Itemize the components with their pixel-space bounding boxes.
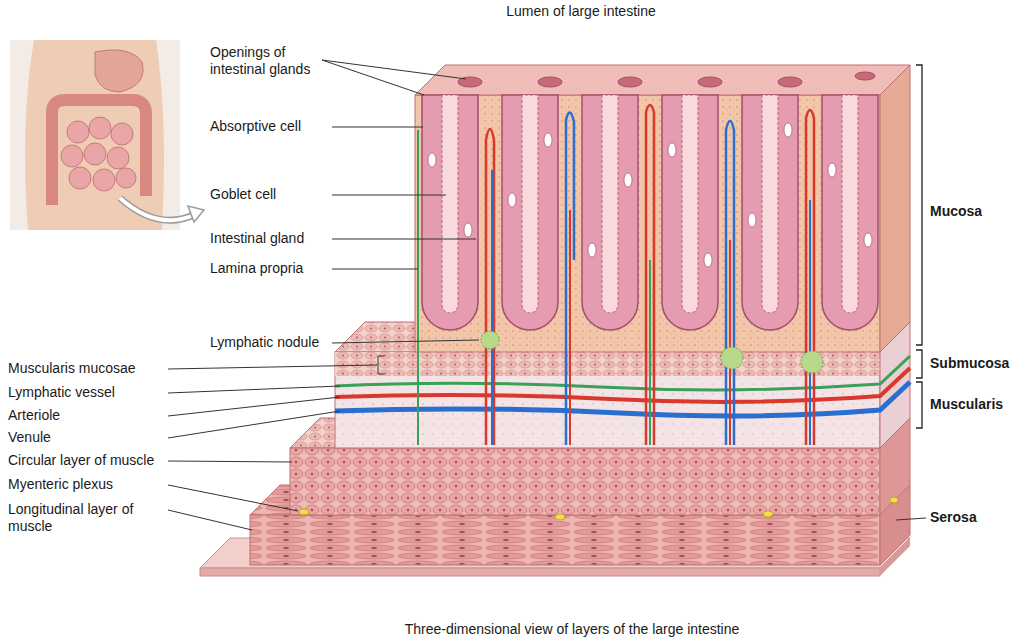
part-label: Circular layer of muscle xyxy=(8,452,166,469)
layer-label: Submucosa xyxy=(930,355,1009,372)
part-label: Lumen of large intestine xyxy=(431,3,731,20)
layer-label: Serosa xyxy=(930,509,977,526)
part-label: Longitudinal layer of muscle xyxy=(8,501,166,535)
part-label: Muscularis mucosae xyxy=(8,360,166,377)
part-label: Lymphatic nodule xyxy=(210,334,330,351)
myenteric-plexus xyxy=(299,497,898,520)
layer-label: Muscularis xyxy=(930,396,1003,413)
part-label: Venule xyxy=(8,429,166,446)
part-label: Arteriole xyxy=(8,407,166,424)
part-label: Lymphatic vessel xyxy=(8,384,166,401)
part-label: Absorptive cell xyxy=(210,118,328,135)
lymphatic-nodules xyxy=(481,331,823,373)
mucosa-block xyxy=(415,65,910,352)
part-label: Goblet cell xyxy=(210,186,328,203)
part-label: Intestinal gland xyxy=(210,230,328,247)
layer-label: Mucosa xyxy=(930,203,982,220)
figure-caption: Three-dimensional view of layers of the … xyxy=(262,621,882,638)
layer-brackets xyxy=(916,65,922,428)
intestinal-glands xyxy=(422,95,878,330)
part-label: Myenteric plexus xyxy=(8,476,166,493)
leader-lines xyxy=(168,60,926,530)
part-label: Lamina propria xyxy=(210,260,328,277)
part-label: Openings of intestinal glands xyxy=(210,44,330,78)
body-inset xyxy=(10,40,204,230)
